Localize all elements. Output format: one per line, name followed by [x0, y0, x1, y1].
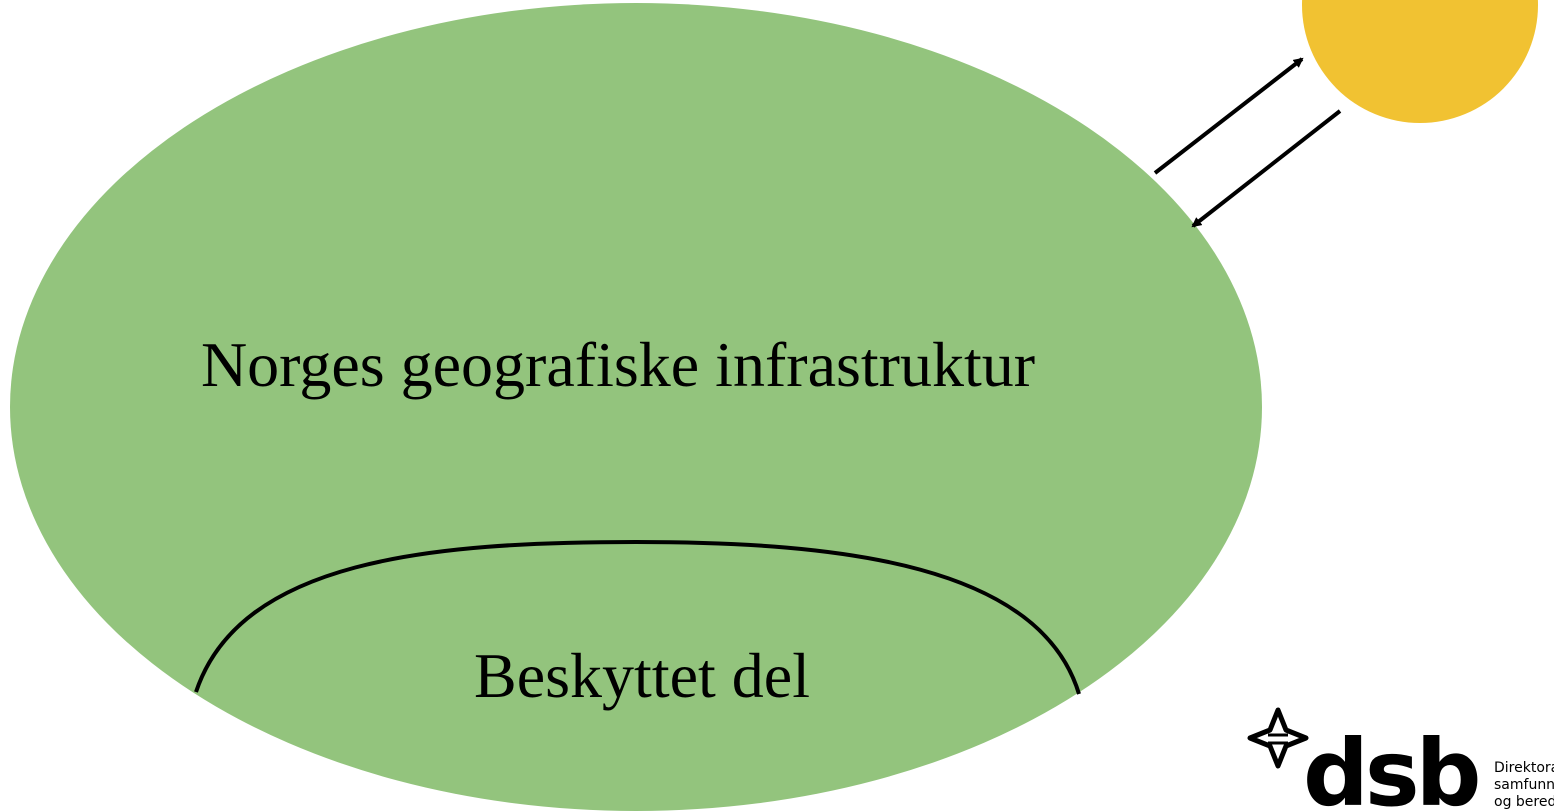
logo-line-2: samfunnss [1494, 777, 1554, 793]
star-icon [1247, 707, 1309, 769]
logo-line-1: Direktorat [1494, 760, 1554, 776]
main-label: Norges geografiske infrastruktur [201, 329, 1035, 400]
external-entity-circle [1302, 0, 1538, 123]
inbound-arrow [1191, 109, 1342, 228]
outbound-arrow [1153, 57, 1304, 175]
logo-wordmark: dsb [1303, 720, 1478, 811]
infrastructure-ellipse [10, 3, 1262, 811]
dsb-logo: dsb Direktorat samfunnss og beredsk [1247, 707, 1554, 811]
protected-boundary-arc [194, 539, 1081, 695]
protected-label: Beskyttet del [474, 640, 810, 711]
logo-line-3: og beredsk [1494, 794, 1554, 810]
